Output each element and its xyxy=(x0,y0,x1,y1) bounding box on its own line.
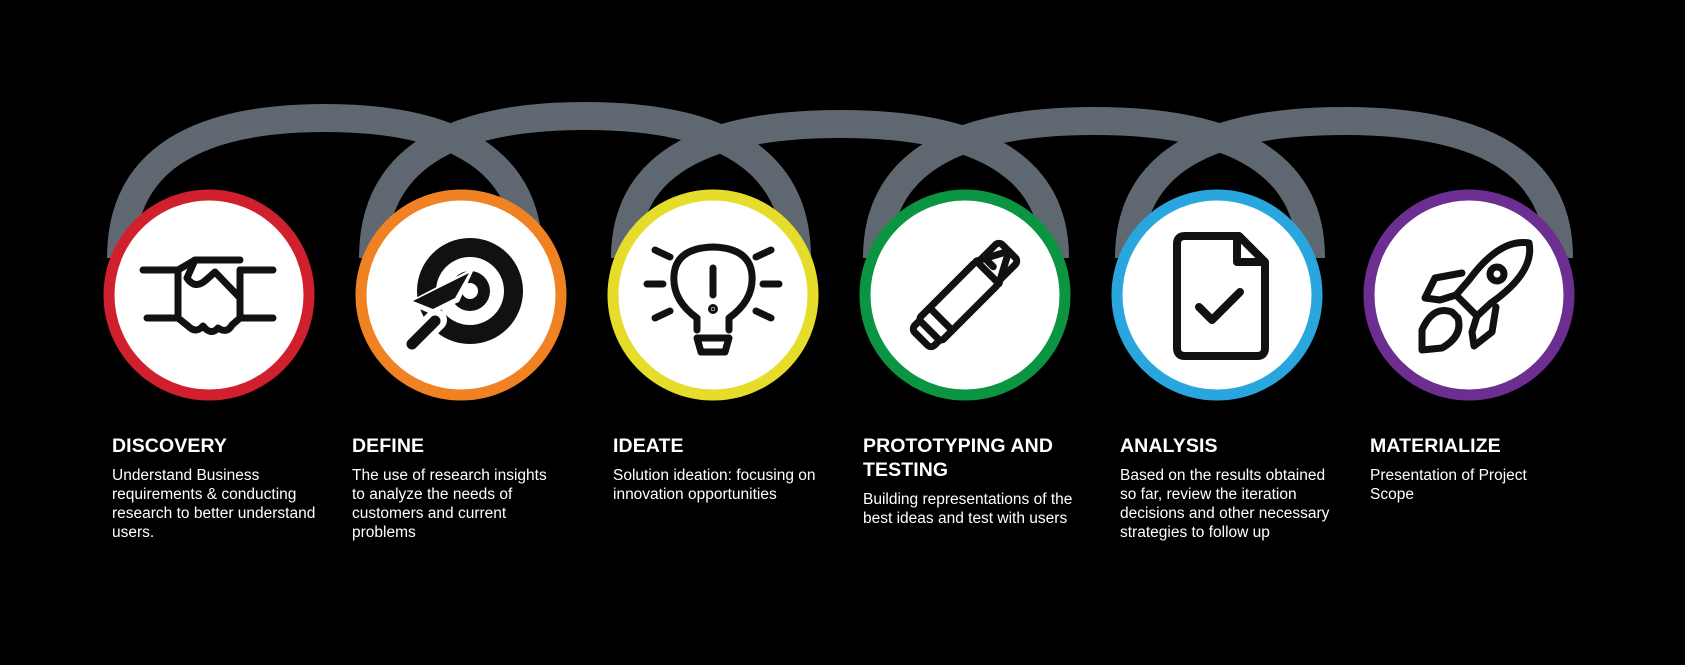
arc-2-4 xyxy=(359,101,811,259)
step-description: Building representations of the best ide… xyxy=(863,491,1073,527)
step-define: DEFINE The use of research insights to a… xyxy=(352,434,557,542)
step-description: Based on the results obtained so far, re… xyxy=(1120,467,1330,541)
connector-arcs xyxy=(107,101,1573,259)
step-analysis: ANALYSIS Based on the results obtained s… xyxy=(1120,434,1335,542)
rocket-icon xyxy=(1418,238,1534,354)
target-cursor-icon xyxy=(400,238,523,356)
step-title: MATERIALIZE xyxy=(1370,435,1501,457)
step-prototyping: PROTOTYPING AND TESTING Building represe… xyxy=(863,434,1078,528)
step-description: Understand Business requirements & condu… xyxy=(112,467,316,541)
circle-materialize xyxy=(1363,189,1575,401)
circle-analysis xyxy=(1111,189,1323,401)
step-discovery: DISCOVERY Understand Business requiremen… xyxy=(112,434,317,542)
step-description: The use of research insights to analyze … xyxy=(352,467,547,541)
step-title: ANALYSIS xyxy=(1120,435,1218,457)
step-title: DISCOVERY xyxy=(112,435,228,457)
pencil-ruler-icon xyxy=(909,239,1021,351)
step-title: PROTOTYPING AND TESTING xyxy=(863,435,1054,481)
lightbulb-icon xyxy=(643,243,783,356)
arc-3-5 xyxy=(611,109,1069,259)
arc-4-6 xyxy=(863,106,1325,259)
step-description: Solution ideation: focusing on innovatio… xyxy=(613,467,816,503)
step-title: DEFINE xyxy=(352,435,425,457)
step-title: IDEATE xyxy=(613,435,684,457)
step-materialize: MATERIALIZE Presentation of Project Scop… xyxy=(1370,434,1570,504)
arc-5-7 xyxy=(1115,106,1573,259)
arc-1-3 xyxy=(107,103,543,259)
circle-discovery xyxy=(103,189,315,401)
step-description: Presentation of Project Scope xyxy=(1370,467,1527,503)
step-ideate: IDEATE Solution ideation: focusing on in… xyxy=(613,434,833,504)
handshake-icon xyxy=(139,256,277,335)
document-check-icon xyxy=(1173,232,1269,360)
